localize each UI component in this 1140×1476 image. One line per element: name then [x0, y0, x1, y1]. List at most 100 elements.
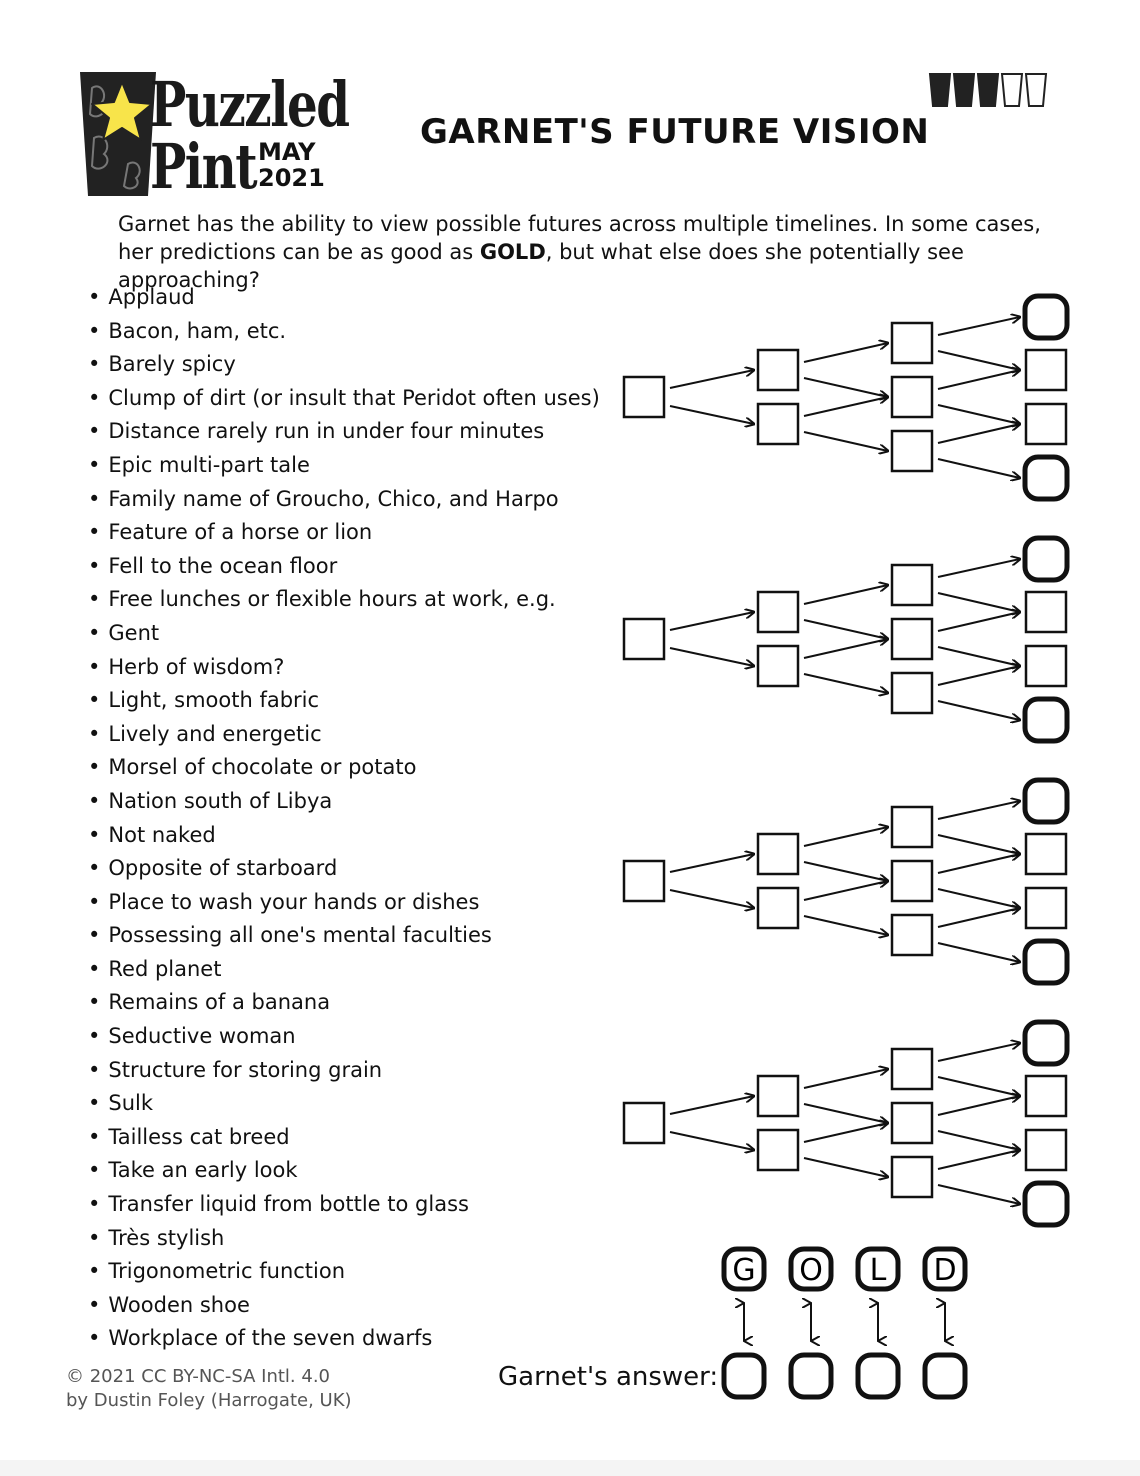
timeline-letter-box [756, 886, 800, 930]
timeline-arrow [803, 639, 888, 659]
timeline-arrow [937, 888, 1020, 908]
clue-item: Clump of dirt (or insult that Peridot of… [88, 383, 599, 417]
timeline-letter-box [890, 563, 934, 607]
timeline-arrow [803, 861, 888, 881]
gold-letter-box [788, 1246, 834, 1292]
clue-item: Applaud [88, 282, 600, 316]
clue-item: Sulk [88, 1088, 600, 1122]
full-pint-icon [976, 73, 1000, 107]
timeline-arrow [937, 370, 1020, 390]
timeline-arrow [937, 1096, 1020, 1116]
timeline-arrow [803, 343, 888, 363]
timeline-letter-box [756, 644, 800, 688]
clue-item: Take an early look [88, 1155, 600, 1189]
full-pint-icon [952, 73, 976, 107]
clue-item: Wooden shoe [88, 1290, 600, 1324]
clue-item: Distance rarely run in under four minute… [88, 416, 600, 450]
clue-item: Lively and energetic [88, 719, 600, 753]
timeline-letter-box [756, 348, 800, 392]
clue-item: Feature of a horse or lion [88, 517, 600, 551]
timeline-letter-box [756, 832, 800, 876]
clue-item: Herb of wisdom? [88, 652, 600, 686]
timeline-letter-box [890, 671, 934, 715]
clue-item: Place to wash your hands or dishes [88, 887, 600, 921]
timeline-arrow [937, 404, 1020, 424]
clue-item: Seductive woman [88, 1021, 600, 1055]
timeline-arrow [937, 942, 1020, 962]
timeline-end-circle-box [1022, 696, 1070, 744]
clue-item: Structure for storing grain [88, 1055, 600, 1089]
timeline-start-box [622, 859, 666, 903]
timeline-arrow [937, 700, 1020, 720]
timeline-arrow [937, 1150, 1020, 1170]
clue-item: Family name of Groucho, Chico, and Harpo [88, 484, 600, 518]
timeline-arrow [937, 854, 1020, 874]
timeline-end-circle-box [1022, 777, 1070, 825]
logo-word-puzzled: Puzzled [150, 68, 350, 141]
difficulty-rating [928, 73, 1048, 107]
timeline-arrow [803, 827, 888, 847]
gold-letter: O [799, 1253, 823, 1288]
logo-year: 2021 [258, 164, 325, 192]
empty-pint-icon [1024, 73, 1048, 107]
timeline-arrow [937, 458, 1020, 478]
gold-letter-box [855, 1246, 901, 1292]
answer-boxes [721, 1352, 968, 1400]
clue-item: Barely spicy [88, 349, 600, 383]
clue-item: Free lunches or flexible hours at work, … [88, 584, 600, 618]
puzzle-title: GARNET'S FUTURE VISION [420, 112, 930, 152]
clue-item: Red planet [88, 954, 600, 988]
timeline-arrow [803, 397, 888, 417]
answer-letter-box [855, 1352, 901, 1400]
timeline-letter-box [890, 805, 934, 849]
intro-text: Garnet has the ability to view possible … [118, 210, 1058, 294]
answer-label: Garnet's answer: [498, 1362, 719, 1392]
intro-text-before: Garnet has the ability to view possible … [118, 212, 1041, 264]
timeline-arrow [669, 405, 754, 424]
timeline-end-circle-box [1022, 293, 1070, 341]
timeline-arrow [803, 431, 888, 451]
timeline-arrow [803, 881, 888, 901]
timeline-letter-box [890, 429, 934, 473]
timeline-end-circle-box [1022, 938, 1070, 986]
timeline-arrow [669, 647, 754, 666]
timeline-arrow [669, 370, 754, 389]
timeline-letter-box [1024, 402, 1068, 446]
timeline-arrow [937, 646, 1020, 666]
timeline-diagram [622, 293, 1070, 1228]
timeline-letter-box [1024, 590, 1068, 634]
timeline-arrow [803, 1103, 888, 1123]
clue-item: Not naked [88, 820, 600, 854]
timeline-letter-box [890, 321, 934, 365]
timeline-letter-box [890, 1101, 934, 1145]
timeline-letter-box [756, 1074, 800, 1118]
timeline-arrow [803, 673, 888, 693]
timeline-arrow [937, 424, 1020, 444]
timeline-letter-box [1024, 1074, 1068, 1118]
copyright-line-2: by Dustin Foley (Harrogate, UK) [66, 1390, 352, 1411]
timeline-arrow [937, 559, 1020, 578]
timeline-letter-box [1024, 832, 1068, 876]
gold-letter-box [721, 1246, 767, 1292]
timeline-end-circle-box [1022, 454, 1070, 502]
clue-item: Remains of a banana [88, 987, 600, 1021]
logo-month: MAY [258, 138, 316, 166]
gold-letter: L [870, 1253, 887, 1288]
timeline-arrow [803, 585, 888, 605]
timeline-letter-box [890, 913, 934, 957]
logo-word-pint: Pint [150, 130, 258, 203]
timeline-arrow [937, 612, 1020, 632]
timeline-end-circle-box [1022, 1180, 1070, 1228]
timeline-letter-box [1024, 886, 1068, 930]
timeline-end-circle-box [1022, 535, 1070, 583]
answer-letter-box [721, 1352, 767, 1400]
timeline-letter-box [890, 859, 934, 903]
timeline-arrow [803, 915, 888, 935]
timeline-arrow [937, 1076, 1020, 1096]
timeline-arrow [937, 908, 1020, 928]
timeline-arrow [937, 1130, 1020, 1150]
copyright: © 2021 CC BY-NC-SA Intl. 4.0 by Dustin F… [66, 1365, 352, 1413]
timeline-arrow [803, 377, 888, 397]
timeline-letter-box [1024, 644, 1068, 688]
